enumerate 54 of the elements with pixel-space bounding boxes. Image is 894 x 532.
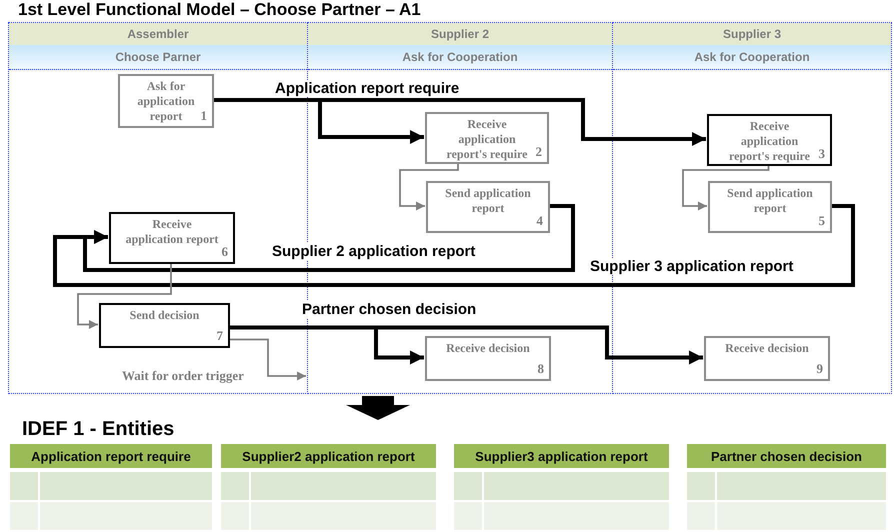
step-number: 2	[536, 144, 542, 160]
step-number: 6	[222, 244, 228, 260]
lane-header: Assembler	[9, 23, 307, 46]
process-box	[426, 181, 550, 233]
process-box	[704, 336, 830, 381]
process-label: Receive application report	[125, 217, 219, 247]
process-box	[118, 74, 214, 128]
lane-subheader: Choose Parner	[9, 45, 307, 70]
process-box	[99, 303, 230, 348]
arrow	[83, 204, 575, 272]
process-label: Send application report	[726, 186, 814, 216]
process-label: Receive application report's require	[728, 119, 811, 164]
edge-label: Supplier 2 application report	[270, 243, 478, 260]
edge-label: Partner chosen decision	[300, 301, 478, 318]
section-heading: IDEF 1 - Entities	[22, 418, 174, 441]
lane-header: Supplier 2	[308, 23, 612, 46]
process-label: Send decision	[128, 308, 200, 323]
step-number: 3	[818, 146, 825, 162]
process-box	[708, 181, 832, 233]
entity-table	[221, 444, 436, 532]
lane-subheader: Ask for Cooperation	[308, 45, 612, 70]
process-label: Ask for application report	[136, 79, 196, 124]
entity-table	[687, 444, 886, 532]
arrow	[229, 326, 703, 364]
arrow	[682, 165, 770, 210]
process-box	[425, 336, 551, 381]
diagram-title: 1st Level Functional Model – Choose Partner – A1	[18, 0, 421, 20]
table-header: Partner chosen decision	[687, 444, 886, 468]
arrow	[77, 263, 172, 329]
entity-table	[10, 444, 212, 532]
step-number: 1	[200, 108, 207, 124]
step-number: 5	[818, 213, 825, 229]
arrow	[399, 163, 459, 210]
edge-label: Supplier 3 application report	[588, 258, 796, 275]
step-number: 9	[816, 361, 823, 377]
process-label: Receive decision	[445, 341, 531, 356]
process-box	[425, 112, 549, 164]
arrow	[53, 204, 855, 287]
step-number: 4	[536, 213, 543, 229]
process-box	[109, 212, 235, 264]
step-number: 8	[538, 361, 544, 377]
lane-subheader: Ask for Cooperation	[613, 45, 891, 70]
entity-table	[454, 444, 669, 532]
process-box	[707, 114, 832, 166]
process-label: Receive application report's require	[446, 117, 528, 162]
lane-header: Supplier 3	[613, 23, 891, 46]
step-number: 7	[216, 328, 223, 344]
arrow	[229, 338, 306, 380]
table-header: Supplier3 application report	[454, 444, 669, 468]
process-label: Send application report	[444, 186, 532, 216]
table-header: Supplier2 application report	[221, 444, 436, 468]
table-header: Application report require	[10, 444, 212, 468]
process-label: Receive decision	[724, 341, 810, 356]
edge-label: Application report require	[273, 80, 462, 97]
